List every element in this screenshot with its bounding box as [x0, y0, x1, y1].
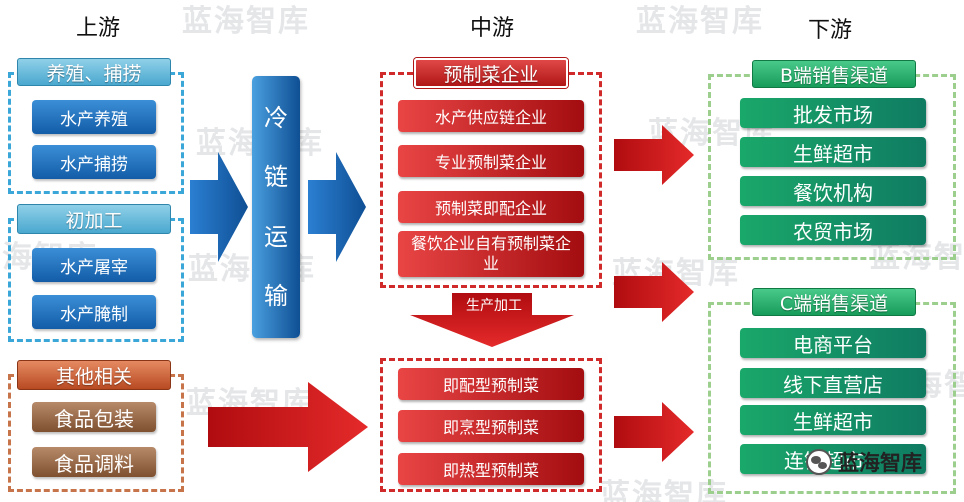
b-channel-item: 批发市场 — [740, 98, 926, 128]
cold-chain-char: 运 — [264, 222, 288, 251]
flow-arrow-icon — [308, 152, 366, 262]
b-channel-item: 餐饮机构 — [740, 176, 926, 206]
c-channel-item: 电商平台 — [740, 328, 926, 358]
wechat-icon — [806, 449, 832, 475]
b-channel-item: 农贸市场 — [740, 215, 926, 245]
other-header: 其他相关 — [17, 360, 171, 390]
b-channel-item: 生鲜超市 — [740, 137, 926, 167]
watermark: 蓝海智库 — [182, 4, 310, 39]
cold-chain-char: 输 — [264, 282, 288, 311]
flow-arrow-icon — [190, 152, 248, 262]
wechat-watermark: 蓝海智库 — [806, 447, 922, 477]
upstream-title: 上游 — [75, 16, 120, 41]
farming-item: 水产捕捞 — [32, 145, 156, 179]
cold-chain-char: 冷 — [264, 103, 288, 132]
product-item: 即热型预制菜 — [398, 453, 584, 485]
company-item: 水产供应链企业 — [398, 100, 584, 132]
company-item: 专业预制菜企业 — [398, 145, 584, 177]
product-item: 即配型预制菜 — [398, 368, 584, 400]
product-item: 即烹型预制菜 — [398, 410, 584, 442]
b-channel-header: B端销售渠道 — [752, 60, 916, 88]
flow-arrow-icon — [614, 402, 694, 462]
processing-item: 水产屠宰 — [32, 248, 156, 282]
farming-header: 养殖、捕捞 — [17, 58, 171, 86]
companies-header: 预制菜企业 — [414, 58, 568, 88]
other-item: 食品包装 — [32, 402, 156, 432]
flow-arrow-icon — [614, 125, 694, 185]
down-arrow-icon — [410, 293, 574, 347]
farming-item: 水产养殖 — [32, 100, 156, 134]
processing-item: 水产腌制 — [32, 295, 156, 329]
company-item: 餐饮企业自有预制菜企业 — [398, 231, 584, 277]
wechat-label: 蓝海智库 — [838, 451, 922, 475]
process-label: 生产加工 — [466, 298, 522, 314]
c-channel-item: 线下直营店 — [740, 368, 926, 398]
midstream-title: 中游 — [469, 16, 514, 41]
company-item: 预制菜即配企业 — [398, 191, 584, 223]
c-channel-item: 生鲜超市 — [740, 405, 926, 435]
watermark: 蓝海智库 — [636, 4, 764, 39]
processing-header: 初加工 — [17, 204, 171, 234]
other-item: 食品调料 — [32, 447, 156, 477]
c-channel-header: C端销售渠道 — [752, 288, 916, 316]
cold-chain-transport: 冷 链 运 输 — [252, 76, 300, 338]
flow-arrow-icon — [208, 382, 368, 472]
cold-chain-char: 链 — [264, 163, 288, 192]
downstream-title: 下游 — [807, 18, 852, 43]
products-group — [380, 358, 602, 492]
flow-arrow-icon — [614, 262, 694, 322]
